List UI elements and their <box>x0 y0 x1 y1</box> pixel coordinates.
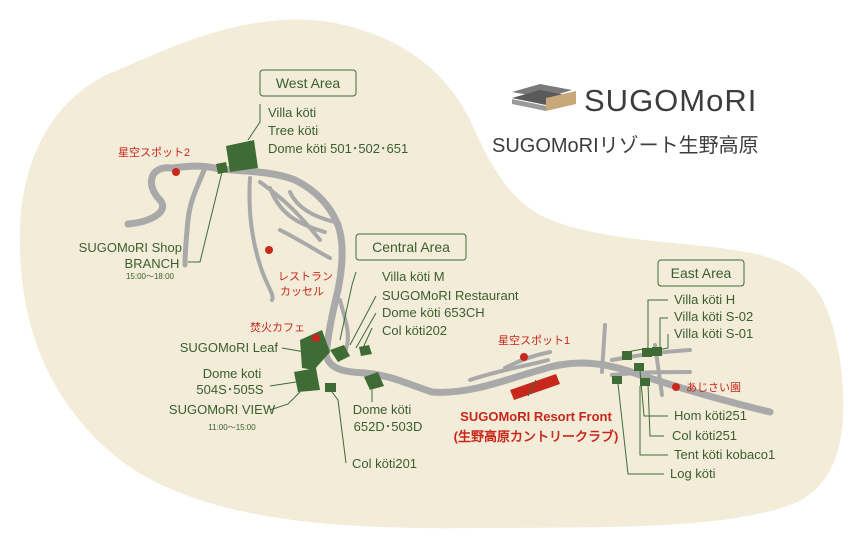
dome652-title: Dome köti <box>353 402 412 417</box>
east-building-s02 <box>642 348 652 357</box>
col201-label: Col köti201 <box>352 456 417 471</box>
shop-label: SUGOMoRI Shop <box>79 240 182 255</box>
east-building-col <box>640 378 650 386</box>
view-building <box>294 368 320 392</box>
dome653-label: Dome köti 653CH <box>382 305 485 320</box>
west-area-label: West Area <box>276 75 341 91</box>
central-area-label: Central Area <box>372 239 450 255</box>
east-area-label: East Area <box>671 265 732 281</box>
logo-text: SUGOMoRI <box>584 83 757 118</box>
villa-h-label: Villa köti H <box>674 292 735 307</box>
hydrangea-marker <box>672 383 680 391</box>
west-area-box <box>259 69 357 97</box>
spot2-marker <box>172 168 180 176</box>
west-villa: Villa köti <box>268 105 316 120</box>
logo-mark <box>512 84 576 111</box>
col202-label: Col köti202 <box>382 323 447 338</box>
villa-s02-label: Villa köti S-02 <box>674 309 753 324</box>
dome652-label: 652D･503D <box>354 419 423 434</box>
view-hours: 11:00〜15:00 <box>208 423 256 432</box>
log-label: Log köti <box>670 466 716 481</box>
hydrangea-label: あじさい園 <box>686 381 741 394</box>
west-tree: Tree köti <box>268 123 318 138</box>
shop-hours: 15:00〜18:00 <box>126 272 175 281</box>
east-area-box <box>657 259 745 287</box>
east-building-h <box>622 351 632 360</box>
villa-s01-label: Villa köti S-01 <box>674 326 753 341</box>
east-building-hom <box>634 363 644 371</box>
col201-building <box>325 383 336 392</box>
front-label: SUGOMoRI Resort Front <box>460 409 612 424</box>
leaf-building <box>300 330 330 370</box>
west-dome: Dome köti 501･502･651 <box>268 141 408 156</box>
leader-lines <box>188 104 669 475</box>
front-sub-label: (生野高原カントリークラブ) <box>454 429 619 444</box>
hom-label: Hom köti251 <box>674 408 747 423</box>
dome-koti-label: Dome koti <box>203 366 262 381</box>
col251-label: Col köti251 <box>672 428 737 443</box>
resort-subtitle: SUGOMoRIリゾート生野高原 <box>492 134 759 157</box>
cafe-marker <box>312 334 320 342</box>
central-building-b <box>359 345 372 356</box>
kassel-line2: カッセル <box>280 285 324 298</box>
east-building-tent <box>612 376 622 384</box>
restaurant-kassel-marker <box>265 246 273 254</box>
central-building-a <box>330 345 350 362</box>
shop-branch: BRANCH <box>125 256 180 271</box>
tent-label: Tent köti kobaco1 <box>674 447 775 462</box>
view-label: SUGOMoRI VIEW <box>169 402 276 417</box>
dome-504-label: 504S･505S <box>196 382 264 397</box>
dome652-building <box>364 372 384 390</box>
kassel-line1: レストラン <box>278 271 333 283</box>
restaurant-label: SUGOMoRI Restaurant <box>382 288 519 303</box>
spot1-label: 星空スポット1 <box>498 333 570 347</box>
west-building-shop <box>216 162 228 174</box>
cafe-label: 焚火カフェ <box>250 321 305 334</box>
west-building-villa <box>226 140 258 172</box>
leaf-label: SUGOMoRI Leaf <box>180 340 279 355</box>
central-area-box <box>355 233 467 261</box>
land-area <box>19 19 844 529</box>
villa-m-label: Villa köti M <box>382 269 445 284</box>
front-building <box>510 374 560 400</box>
buildings <box>216 140 662 400</box>
east-building-s01 <box>652 347 662 356</box>
spot2-label: 星空スポット2 <box>118 145 190 159</box>
spot1-marker <box>520 353 528 361</box>
